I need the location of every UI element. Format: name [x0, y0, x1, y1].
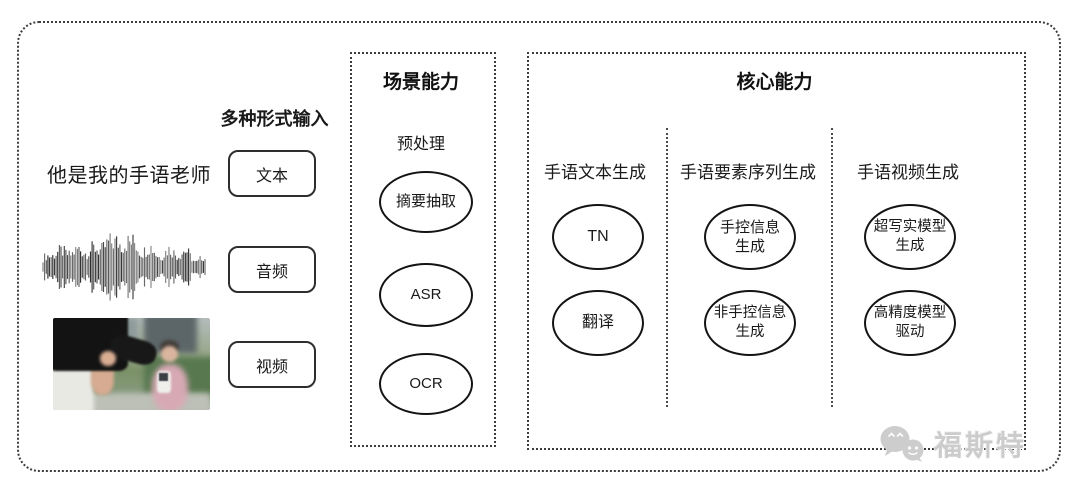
- column-divider: [666, 128, 668, 407]
- input-type-audio-label: 音频: [255, 263, 288, 281]
- scene-panel-title: 场景能力: [382, 72, 459, 93]
- column-header-sign-video: 手语视频生成: [857, 163, 959, 182]
- node-translation: 翻译: [552, 290, 644, 356]
- outer-dashed-border: [17, 21, 1061, 472]
- column-divider: [831, 128, 833, 407]
- node-tn: TN: [552, 204, 644, 270]
- node-ocr: OCR: [379, 353, 473, 415]
- column-header-sign-text: 手语文本生成: [544, 163, 646, 182]
- node-hyperreal-model-generation: 超写实模型 生成: [864, 204, 956, 270]
- node-asr: ASR: [379, 263, 473, 327]
- preprocess-label: 预处理: [396, 136, 445, 153]
- input-section-label: 多种形式输入: [220, 109, 329, 129]
- node-summary-extraction: 摘要抽取: [379, 171, 473, 233]
- column-header-sign-elements: 手语要素序列生成: [680, 163, 816, 182]
- photo-cameraman-hand: [100, 351, 116, 366]
- core-panel-title: 核心能力: [736, 72, 813, 93]
- video-frame-thumbnail: [53, 318, 210, 410]
- input-type-video-box: 视频: [228, 341, 316, 388]
- input-type-text-label: 文本: [255, 167, 288, 185]
- example-sentence-text: 他是我的手语老师: [47, 165, 211, 187]
- input-type-video-label: 视频: [255, 358, 288, 376]
- scene-capability-panel: [350, 52, 496, 447]
- watermark-text: 福斯特: [934, 430, 1028, 461]
- photo-reporter-face: [160, 345, 178, 363]
- node-high-precision-model-driving: 高精度模型 驱动: [864, 290, 956, 356]
- chat-bubbles-icon: [880, 426, 924, 462]
- photo-microphone-logo: [158, 373, 169, 382]
- node-nonmanual-info-generation: 非手控信息 生成: [704, 290, 796, 356]
- input-type-audio-box: 音频: [228, 246, 316, 293]
- node-manual-info-generation: 手控信息 生成: [704, 204, 796, 270]
- watermark: 福斯特: [878, 418, 1058, 470]
- audio-waveform-icon: [42, 233, 206, 301]
- core-capability-panel: [527, 52, 1026, 450]
- input-type-text-box: 文本: [228, 150, 316, 197]
